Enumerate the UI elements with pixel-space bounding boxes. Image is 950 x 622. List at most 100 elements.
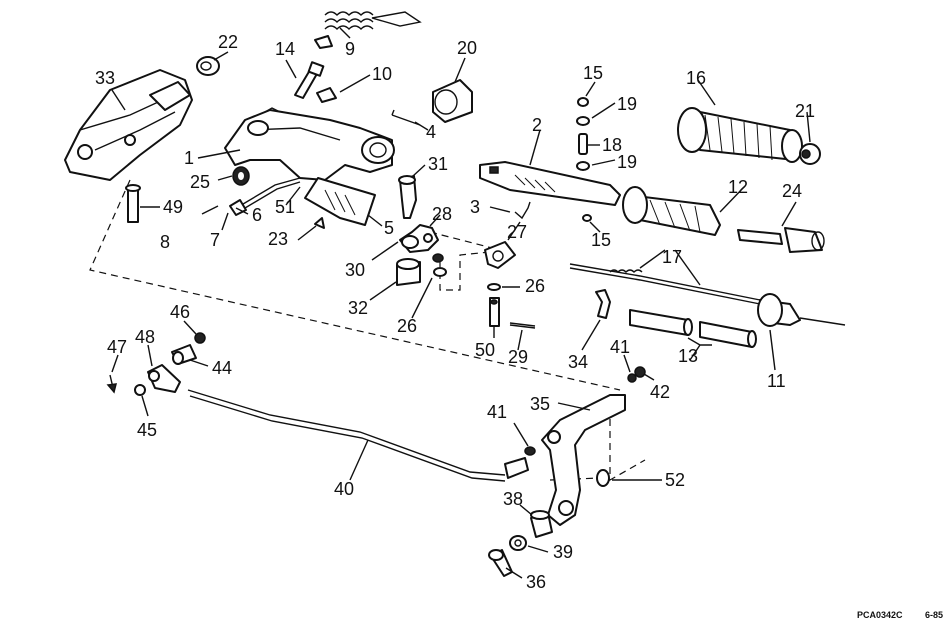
callout-49: 49 (163, 197, 183, 217)
callout-18: 18 (602, 135, 622, 155)
part-13-spacer-tubes (629, 309, 757, 348)
part-46-nut (194, 332, 206, 344)
callout-22: 22 (218, 32, 238, 52)
part-5-plate (304, 177, 376, 226)
callout-41-mid: 41 (487, 402, 507, 422)
callout-45: 45 (137, 420, 157, 440)
callout-10: 10 (372, 64, 392, 84)
part-39-washer (509, 535, 527, 551)
callout-labels: 33 22 9 14 10 20 15 16 19 21 4 2 18 1 19… (95, 32, 815, 592)
part-19-spring-bottom (576, 161, 590, 171)
callout-32: 32 (348, 298, 368, 318)
part-40-shift-rod (187, 389, 529, 482)
part-24-fitting (737, 227, 825, 253)
callout-42: 42 (650, 382, 670, 402)
part-12-throttle-tube (622, 186, 721, 236)
part-3-clip (514, 201, 531, 220)
callout-36: 36 (526, 572, 546, 592)
part-19-spring-top (576, 116, 590, 126)
callout-6: 6 (252, 205, 262, 225)
part-31-post (398, 175, 417, 219)
part-35-shift-lever (541, 394, 626, 526)
callout-26-left: 26 (397, 316, 417, 336)
callout-14: 14 (275, 39, 295, 59)
part-50-stud (489, 297, 500, 327)
callout-11: 11 (767, 371, 786, 391)
callout-27: 27 (507, 222, 527, 242)
part-52-bushing (596, 469, 610, 487)
part-22-cap (196, 56, 220, 76)
callout-29: 29 (508, 347, 528, 367)
callout-46: 46 (170, 302, 190, 322)
callout-38: 38 (503, 489, 523, 509)
part-9-spring (314, 11, 422, 49)
part-11-cable-end (757, 293, 801, 327)
part-33-steering-bracket (64, 69, 193, 181)
part-16-handle-grip (677, 107, 803, 163)
callout-17: 17 (662, 247, 682, 267)
callout-15-bottom: 15 (591, 230, 611, 250)
callout-31: 31 (428, 154, 448, 174)
callout-26-right: 26 (525, 276, 545, 296)
part-38-spacer (530, 510, 553, 538)
callout-39: 39 (553, 542, 573, 562)
part-14-screw (294, 61, 325, 99)
callout-5: 5 (384, 218, 394, 238)
callout-19-bottom: 19 (617, 152, 637, 172)
drawing-code: PCA0342C (857, 610, 903, 620)
callout-8: 8 (160, 232, 170, 252)
part-48-clevis (147, 364, 181, 393)
part-15-ball-top (577, 97, 589, 107)
part-26-washer-a (432, 253, 447, 277)
callout-19-top: 19 (617, 94, 637, 114)
callout-47: 47 (107, 337, 127, 357)
callout-20: 20 (457, 38, 477, 58)
callout-24: 24 (782, 181, 802, 201)
callout-23: 23 (268, 229, 288, 249)
callout-48: 48 (135, 327, 155, 347)
part-42-locknut (634, 366, 646, 378)
callout-21: 21 (795, 101, 815, 121)
part-44-pivot-bolt (171, 344, 197, 365)
callout-40: 40 (334, 479, 354, 499)
part-15-ball-bottom (582, 214, 592, 222)
callout-1: 1 (184, 148, 194, 168)
callout-4: 4 (426, 122, 436, 142)
callout-51: 51 (275, 197, 295, 217)
leader-lines (111, 27, 811, 579)
part-25-nut (232, 166, 250, 186)
callout-44: 44 (212, 358, 232, 378)
callout-3: 3 (470, 197, 480, 217)
part-26-washer-b (487, 283, 501, 291)
callout-50: 50 (475, 340, 495, 360)
part-45-washer (134, 384, 146, 396)
callout-9: 9 (345, 39, 355, 59)
date-code: 6-85 (925, 610, 943, 620)
part-2-shift-shaft (479, 161, 621, 206)
callout-34: 34 (568, 352, 588, 372)
part-28-bracket (399, 224, 439, 253)
callout-33: 33 (95, 68, 115, 88)
part-32-bushing (396, 258, 421, 286)
callout-12: 12 (728, 177, 748, 197)
part-4-pin (391, 109, 421, 126)
callout-16: 16 (686, 68, 706, 88)
part-21-end-cap (799, 143, 821, 165)
part-18-plunger (578, 133, 588, 155)
callout-41-top: 41 (610, 337, 630, 357)
part-49-bolt (125, 184, 141, 223)
part-27-rocker (484, 241, 516, 269)
part-41-nut-b (524, 446, 536, 456)
part-23-clip (314, 217, 325, 229)
callout-25: 25 (190, 172, 210, 192)
part-8-pin (201, 205, 219, 215)
callout-13: 13 (678, 346, 698, 366)
callout-7: 7 (210, 230, 220, 250)
part-47-pin (106, 374, 117, 394)
part-17-throttle-cable (569, 263, 846, 326)
callout-30: 30 (345, 260, 365, 280)
part-1-shift-housing (224, 107, 395, 181)
callout-52: 52 (665, 470, 685, 490)
callout-15-top: 15 (583, 63, 603, 83)
callout-35: 35 (530, 394, 550, 414)
